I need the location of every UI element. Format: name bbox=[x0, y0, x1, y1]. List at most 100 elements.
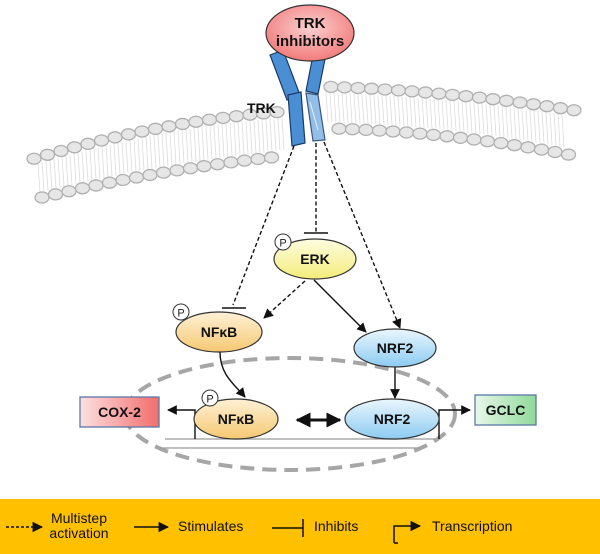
lipid-tail bbox=[145, 136, 149, 170]
lipid-tail bbox=[529, 109, 533, 142]
lipid-tail bbox=[113, 143, 117, 176]
lipid-tail bbox=[241, 121, 245, 155]
lipid-tail bbox=[213, 125, 217, 159]
lipid-tail bbox=[489, 104, 493, 136]
lipid-tail bbox=[453, 100, 457, 132]
lipid-head-inner bbox=[115, 173, 131, 187]
lipid-tail bbox=[257, 119, 261, 154]
lipid-tail bbox=[349, 93, 353, 124]
lipid-tail bbox=[85, 150, 89, 182]
lipid-tail bbox=[473, 103, 477, 134]
nrf2-cytoplasm-node: NRF2 bbox=[353, 328, 437, 368]
lipid-tail bbox=[545, 112, 549, 145]
lipid-head-inner bbox=[344, 123, 361, 136]
lipid-head-inner bbox=[34, 191, 50, 204]
lipid-tail bbox=[561, 114, 565, 148]
legend-transcription-icon bbox=[393, 520, 422, 544]
erk-label: ERK bbox=[300, 251, 330, 267]
lipid-tail bbox=[373, 94, 377, 125]
lipid-head-inner bbox=[47, 188, 64, 201]
edge-nfkb-cox2-transcription bbox=[167, 405, 196, 439]
legend-symbols bbox=[6, 519, 422, 544]
lipid-tail bbox=[61, 156, 65, 187]
lipid-tail bbox=[181, 130, 185, 164]
lipid-tail bbox=[457, 101, 461, 132]
lipid-head-outer bbox=[390, 84, 407, 97]
lipid-tail bbox=[261, 119, 265, 153]
trk-label: TRK bbox=[247, 100, 276, 116]
lipid-tail bbox=[393, 96, 397, 126]
lipid-head-outer bbox=[417, 86, 434, 99]
lipid-head-outer bbox=[174, 117, 191, 131]
legend-multistep-line2: activation bbox=[49, 525, 109, 541]
lipid-tail bbox=[509, 107, 513, 139]
nfkb-nuc-label: NFκB bbox=[218, 411, 255, 427]
gclc-gene-box: GCLC bbox=[474, 394, 537, 426]
nfkb-nucleus-node: NFκB P bbox=[193, 389, 279, 440]
lipid-head-outer bbox=[323, 80, 339, 94]
lipid-tail bbox=[189, 128, 193, 163]
lipid-tail bbox=[165, 132, 169, 167]
lipid-tail bbox=[505, 106, 509, 138]
lipid-head-outer bbox=[161, 120, 177, 133]
lipid-tail bbox=[229, 122, 233, 157]
lipid-tail bbox=[209, 125, 213, 160]
lipid-head-inner bbox=[250, 152, 266, 166]
lipid-head-inner bbox=[398, 126, 415, 139]
lipid-head-inner bbox=[371, 124, 388, 137]
lipid-head-inner bbox=[506, 139, 523, 152]
lipid-tail bbox=[493, 105, 497, 137]
trk-inhibitors-node: TRK inhibitors bbox=[265, 4, 355, 62]
lipid-head-inner bbox=[209, 158, 226, 171]
lipid-tail bbox=[45, 161, 49, 191]
lipid-tail bbox=[161, 133, 165, 167]
lipid-tail bbox=[517, 108, 521, 140]
lipid-head-inner bbox=[236, 154, 253, 167]
lipid-head-inner bbox=[479, 135, 496, 148]
lipid-head-outer bbox=[26, 152, 42, 165]
lipid-tail bbox=[105, 145, 109, 178]
lipid-tail bbox=[121, 141, 125, 175]
lipid-tail bbox=[409, 97, 413, 127]
lipid-head-outer bbox=[201, 113, 218, 126]
edge-nrf2-gclc-transcription bbox=[438, 405, 471, 439]
lipid-tail bbox=[245, 121, 249, 155]
lipid-head-inner bbox=[263, 151, 280, 164]
nfkb-cyto-phospho-badge bbox=[172, 303, 190, 321]
lipid-tail bbox=[325, 92, 329, 123]
lipid-head-outer bbox=[498, 94, 515, 107]
lipid-tail bbox=[221, 124, 225, 158]
lipid-tail bbox=[429, 98, 433, 129]
legend-inhibits-label: Inhibits bbox=[314, 518, 359, 534]
lipid-tail bbox=[537, 110, 541, 144]
nfkb-nuc-phospho-badge bbox=[201, 389, 219, 407]
lipid-tail bbox=[77, 152, 81, 184]
lipid-tail bbox=[521, 108, 525, 141]
lipid-tail bbox=[425, 98, 429, 129]
lipid-head-inner bbox=[74, 182, 91, 195]
lipid-tail bbox=[69, 154, 73, 186]
lipid-head-outer bbox=[458, 90, 474, 103]
nucleus-boundary bbox=[123, 356, 457, 472]
lipid-head-outer bbox=[66, 141, 83, 154]
lipid-head-outer bbox=[80, 137, 96, 150]
lipid-head-outer bbox=[363, 82, 380, 95]
lipid-head-outer bbox=[188, 115, 204, 128]
lipid-tail bbox=[149, 135, 153, 170]
nrf2-nuc-label: NRF2 bbox=[374, 411, 411, 427]
lipid-tail bbox=[357, 93, 361, 124]
lipid-tail bbox=[237, 122, 241, 156]
lipid-tail bbox=[369, 94, 373, 125]
lipid-tail bbox=[469, 102, 473, 133]
lipid-head-inner bbox=[101, 176, 118, 189]
lipid-tail bbox=[217, 124, 221, 159]
lipid-head-outer bbox=[566, 104, 582, 117]
lipid-tail bbox=[497, 105, 501, 137]
edge-erk-nrf2-stimulate bbox=[313, 279, 367, 333]
lipid-tail bbox=[277, 118, 281, 151]
lipid-tail bbox=[193, 128, 197, 162]
cell-membrane bbox=[26, 80, 582, 204]
lipid-tail bbox=[541, 111, 545, 144]
lipid-head-outer bbox=[53, 144, 69, 158]
lipid-tail bbox=[129, 139, 133, 173]
